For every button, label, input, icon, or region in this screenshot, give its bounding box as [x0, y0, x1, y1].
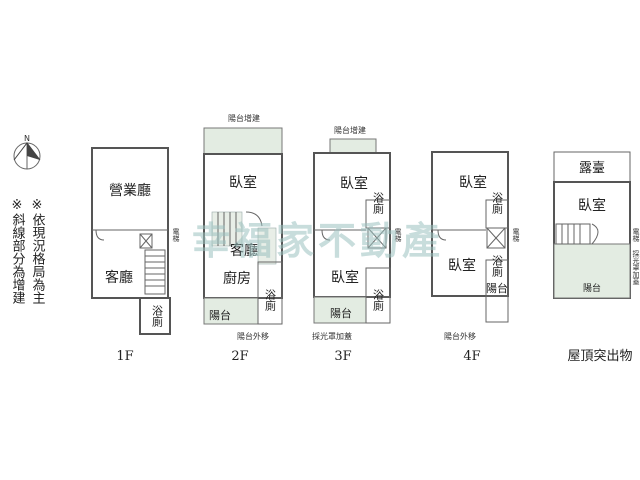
room-terrace: 露臺 — [579, 161, 605, 176]
room-bath: 浴廁 — [264, 289, 277, 312]
room-bedroom: 臥室 — [229, 174, 257, 191]
note-extension: ※斜線部分為增建 — [10, 198, 26, 305]
elevator-label: 電梯 — [394, 228, 402, 243]
stairs — [211, 211, 277, 265]
room-bedroom: 臥室 — [578, 197, 606, 214]
floor-1f: 營業廳 客廳 浴廁 電梯 1F — [91, 147, 180, 364]
room-bath-2: 浴廁 — [372, 289, 385, 312]
room-living: 客廳 — [105, 269, 133, 286]
room-living: 客廳 — [230, 242, 258, 259]
floor-label-4f: 4F — [463, 349, 480, 364]
room-balcony: 陽台 — [486, 281, 508, 295]
watermark: 幸福家不動產 — [192, 219, 444, 263]
compass-icon: N — [13, 134, 41, 170]
room-bath: 浴廁 — [151, 305, 164, 328]
stairs — [555, 223, 599, 245]
elevator-label: 電梯 — [512, 228, 520, 243]
skylight-label: 採光罩加蓋 — [632, 249, 640, 285]
room-shop: 營業廳 — [109, 182, 151, 199]
top-label: 陽台增建 — [334, 125, 366, 135]
room-bath-1: 浴廁 — [372, 192, 385, 215]
room-kitchen: 廚房 — [223, 270, 251, 287]
floor-2f: 陽台增建 臥室 客廳 廚房 陽台 浴廁 陽台外移 2F — [203, 113, 283, 364]
floor-roof: 露臺 臥室 陽台 電梯 採光罩加蓋 屋頂突出物 — [553, 151, 640, 364]
floor-label-roof: 屋頂突出物 — [567, 348, 632, 364]
floor-label-2f: 2F — [231, 349, 248, 364]
room-bedroom-2: 臥室 — [331, 269, 359, 286]
room-bedroom-1: 臥室 — [459, 174, 487, 191]
room-balcony: 陽台 — [209, 308, 231, 322]
room-bedroom-2: 臥室 — [448, 257, 476, 274]
floor-3f: 陽台增建 臥室 浴廁 臥室 陽台 浴廁 電梯 採光罩加蓋 3F — [312, 125, 402, 364]
room-balcony: 陽台 — [330, 306, 352, 320]
stairs — [144, 249, 166, 295]
north-label: N — [24, 134, 30, 143]
room-bath-1: 浴廁 — [491, 192, 504, 215]
elevator-label: 電梯 — [632, 228, 640, 243]
room-bath-2: 浴廁 — [491, 255, 504, 278]
note-layout: ※依現況格局為主 — [30, 198, 46, 304]
elevator-label: 電梯 — [172, 228, 180, 243]
floor-4f: 臥室 浴廁 臥室 浴廁 陽台 電梯 陽台外移 4F — [431, 151, 520, 364]
room-bedroom-1: 臥室 — [340, 175, 368, 192]
bottom-label: 採光罩加蓋 — [312, 331, 352, 341]
floor-label-1f: 1F — [116, 349, 133, 364]
room-balcony: 陽台 — [583, 282, 601, 294]
floor-label-3f: 3F — [334, 349, 351, 364]
top-label: 陽台增建 — [228, 113, 260, 123]
bottom-label: 陽台外移 — [444, 331, 476, 341]
bottom-label: 陽台外移 — [237, 331, 269, 341]
